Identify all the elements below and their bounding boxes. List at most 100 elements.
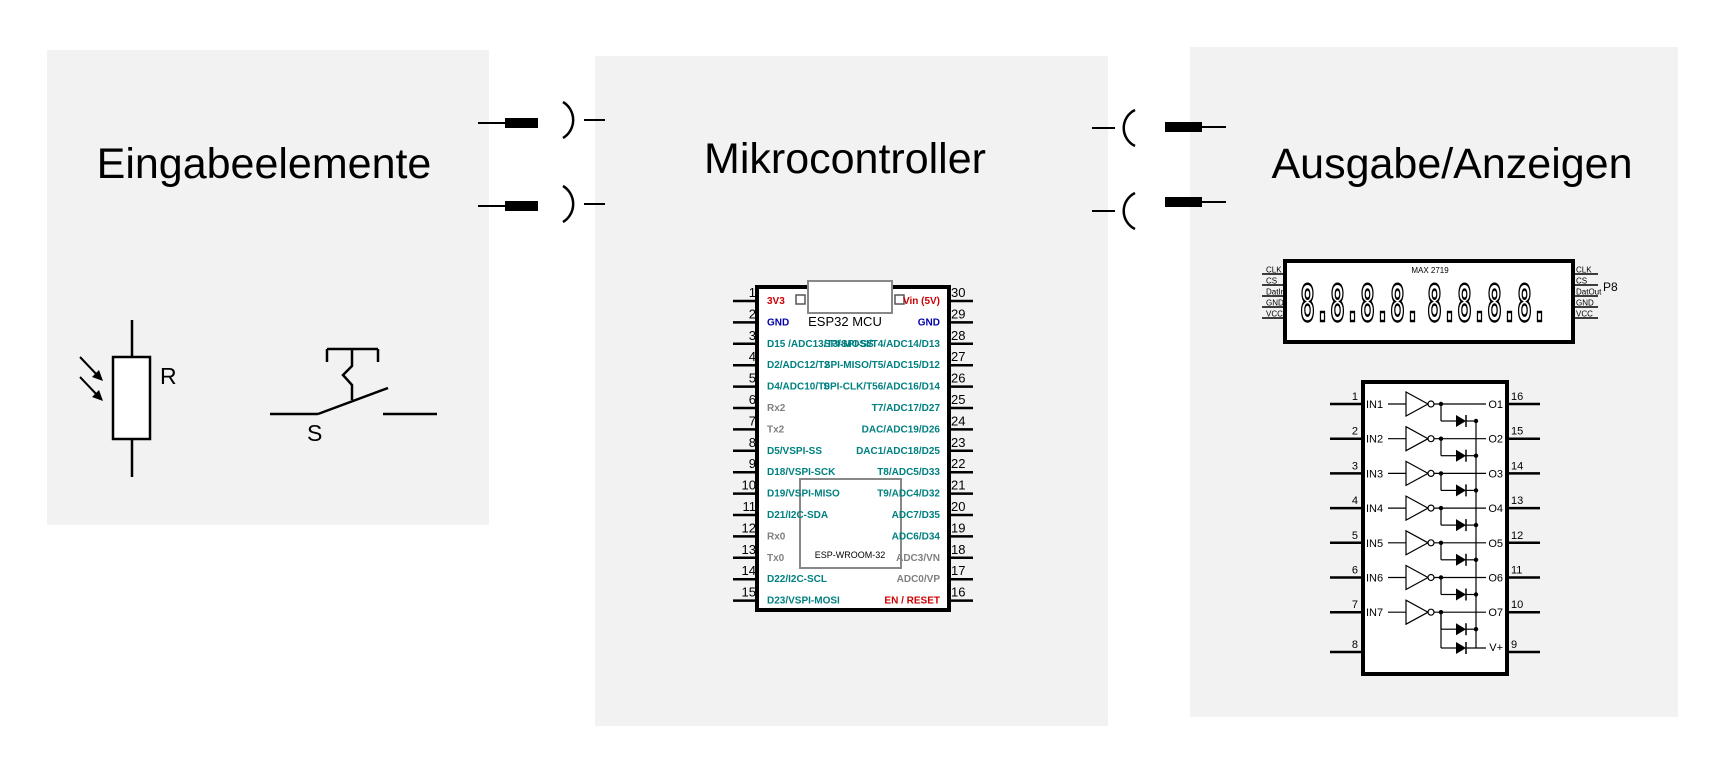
- seven-segment-display: MAX 2719 8.8.8.8. 8.8.8.8. CLKCSDatInGND…: [1262, 259, 1618, 344]
- diode-icon: [1456, 415, 1466, 427]
- esp32-pin-label: DAC/ADC19/D26: [862, 424, 941, 435]
- driver-output-label: O2: [1488, 434, 1503, 446]
- connector-mcu-output-2: [1092, 191, 1226, 231]
- display-digits-a: 8.8.8.8.: [1300, 275, 1420, 333]
- esp32-pin-label: ADC0/VP: [897, 574, 941, 585]
- esp32-pin-number: 11: [743, 499, 757, 514]
- light-arrows-icon: [79, 356, 103, 401]
- esp32-pin-label: D22/I2C-SCL: [767, 574, 827, 585]
- esp32-pin-number: 15: [742, 585, 756, 600]
- esp32-pin-number: 2: [749, 306, 756, 321]
- driver-output-label: O5: [1488, 538, 1503, 550]
- driver-output-label: O4: [1488, 503, 1503, 515]
- output-panel-title: Ausgabe/Anzeigen: [1271, 140, 1632, 188]
- connector-input-mcu-2: [478, 184, 605, 224]
- esp32-pin-number: 1: [749, 285, 756, 300]
- driver-pin-number: 9: [1511, 639, 1517, 651]
- display-pin-label: CS: [1266, 277, 1277, 286]
- display-pin-label: GND: [1266, 299, 1284, 308]
- esp32-pin-number: 3: [749, 328, 756, 343]
- esp32-pin-label: DAC1/ADC18/D25: [856, 446, 940, 457]
- display-right-extra: P8: [1603, 280, 1618, 294]
- esp32-pin-label: GND: [767, 317, 789, 328]
- driver-input-label: IN1: [1366, 399, 1383, 411]
- driver-pin-number: 6: [1352, 565, 1358, 577]
- esp32-pin-number: 22: [951, 456, 965, 471]
- inverter-bubble-icon: [1427, 469, 1435, 477]
- driver-pin-number: 3: [1352, 460, 1358, 472]
- diode-icon: [1456, 642, 1466, 654]
- switch-label: S: [307, 420, 322, 446]
- driver-pin-number: 4: [1352, 495, 1358, 507]
- inverter-bubble-icon: [1427, 504, 1435, 512]
- esp32-pin-label: ADC3/VN: [896, 553, 940, 564]
- junction-dot-icon: [1438, 471, 1444, 476]
- driver-body: [1361, 380, 1509, 676]
- esp32-pin-number: 6: [749, 392, 756, 407]
- junction-dot-icon: [1438, 505, 1444, 511]
- esp32-pin-label: SPI-CLK/T56/ADC16/D14: [823, 382, 940, 393]
- usb-button-right: [894, 294, 905, 305]
- esp32-pin-number: 17: [951, 563, 965, 578]
- driver-pin-number: 10: [1511, 599, 1523, 611]
- display-pin-label: DatOut: [1576, 288, 1602, 297]
- wroom-module: [799, 478, 902, 569]
- diode-icon: [1456, 588, 1466, 601]
- esp32-pin-label: Rx2: [767, 403, 786, 414]
- esp32-pin-label: T7/ADC17/D27: [872, 403, 941, 414]
- esp32-pin-number: 9: [749, 456, 756, 471]
- esp32-pin-label: T8/ADC5/D33: [877, 467, 940, 478]
- display-pin-label: CS: [1576, 277, 1587, 286]
- esp32-pin-label: ADC7/D35: [892, 510, 941, 521]
- esp32-pin-label: Tx2: [767, 424, 785, 435]
- inverter-icon: [1405, 564, 1430, 591]
- driver-output-label: O3: [1488, 468, 1503, 480]
- esp32-pin-number: 26: [951, 371, 965, 386]
- display-chip-label: MAX 2719: [1411, 266, 1449, 275]
- driver-input-label: IN5: [1366, 538, 1383, 550]
- esp32-pin-label: D19/VSPI-MISO: [767, 489, 840, 500]
- display-pin-label: CLK: [1266, 266, 1282, 275]
- esp32-pin-label: D18/VSPI-SCK: [767, 467, 836, 478]
- driver-pin-number: 13: [1511, 495, 1523, 507]
- esp32-pin-label: D23/VSPI-MOSI: [767, 596, 840, 607]
- esp32-title: ESP32 MCU: [808, 314, 882, 329]
- driver-input-label: IN6: [1366, 573, 1383, 585]
- driver-pin-number: 15: [1511, 426, 1523, 438]
- esp32-pin-label: T9/ADC4/D32: [877, 489, 940, 500]
- esp32-pin-number: 21: [951, 478, 965, 493]
- esp32-pin-number: 10: [742, 478, 756, 493]
- display-pin-label: VCC: [1266, 310, 1283, 319]
- esp32-pin-number: 12: [742, 520, 756, 535]
- diode-icon: [1456, 449, 1466, 462]
- display-pin-label: GND: [1576, 299, 1594, 308]
- driver-input-label: IN3: [1366, 468, 1383, 480]
- inverter-bubble-icon: [1427, 435, 1435, 443]
- esp32-pin-label: D15 /ADC13/T3/SPI-SS: [767, 339, 874, 350]
- driver-pin-number: 8: [1352, 639, 1358, 651]
- inverter-icon: [1405, 425, 1430, 452]
- inverter-bubble-icon: [1427, 608, 1435, 616]
- driver-pin-number: 1: [1352, 391, 1358, 403]
- inverter-bubble-icon: [1427, 539, 1435, 547]
- esp32-pin-label: SPI-MOSI/T4/ADC14/D13: [824, 339, 941, 350]
- esp32-pin-number: 13: [742, 542, 756, 557]
- driver-pin-number: 2: [1352, 426, 1358, 438]
- display-pin-label: VCC: [1576, 310, 1593, 319]
- wroom-label: ESP-WROOM-32: [815, 550, 886, 560]
- esp32-pin-number: 14: [742, 563, 756, 578]
- inverter-icon: [1405, 529, 1430, 556]
- esp32-pin-label: GND: [918, 317, 940, 328]
- esp32-pin-number: 19: [951, 520, 965, 535]
- driver-output-label: O1: [1488, 399, 1503, 411]
- inverter-bubble-icon: [1427, 573, 1435, 582]
- diode-icon: [1456, 623, 1466, 636]
- esp32-pin-label: EN / RESET: [884, 596, 940, 607]
- driver-pin-number: 5: [1352, 530, 1358, 542]
- esp32-pin-label: Rx0: [767, 531, 786, 542]
- esp32-pin-label: D4/ADC10/T0: [767, 382, 830, 393]
